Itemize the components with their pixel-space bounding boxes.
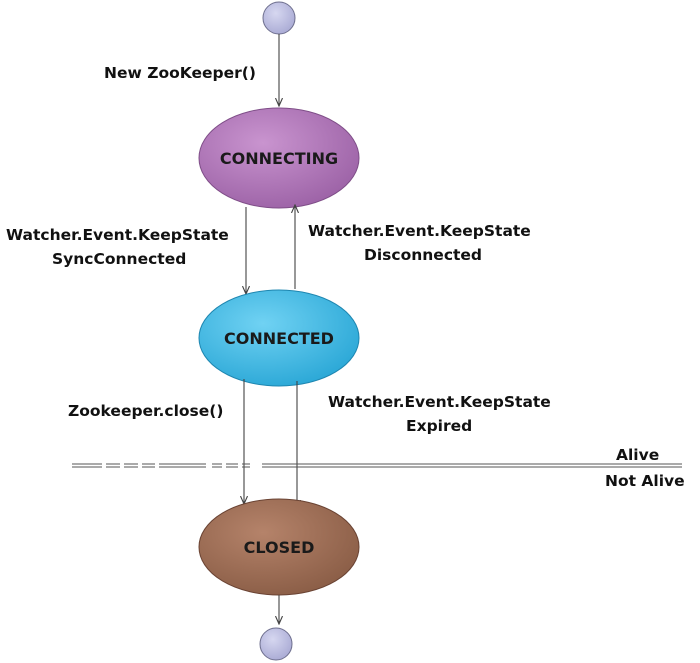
alive-boundary: [72, 462, 682, 469]
state-connecting: CONNECTING: [198, 107, 360, 209]
state-connecting-label: CONNECTING: [220, 149, 338, 168]
final-state: [259, 627, 293, 661]
state-closed-label: CLOSED: [244, 538, 315, 557]
state-closed: CLOSED: [198, 498, 360, 596]
label-close: Zookeeper.close(): [68, 402, 223, 420]
initial-state: [262, 1, 296, 35]
label-create: New ZooKeeper(): [104, 64, 256, 82]
label-disconnected: Watcher.Event.KeepState Disconnected: [308, 222, 536, 264]
label-alive: Alive: [616, 446, 659, 464]
label-not-alive: Not Alive: [605, 472, 685, 490]
state-connected: CONNECTED: [198, 289, 360, 387]
label-expired: Watcher.Event.KeepState Expired: [328, 393, 556, 435]
label-sync-connected: Watcher.Event.KeepState SyncConnected: [6, 226, 234, 268]
state-connected-label: CONNECTED: [224, 329, 334, 348]
